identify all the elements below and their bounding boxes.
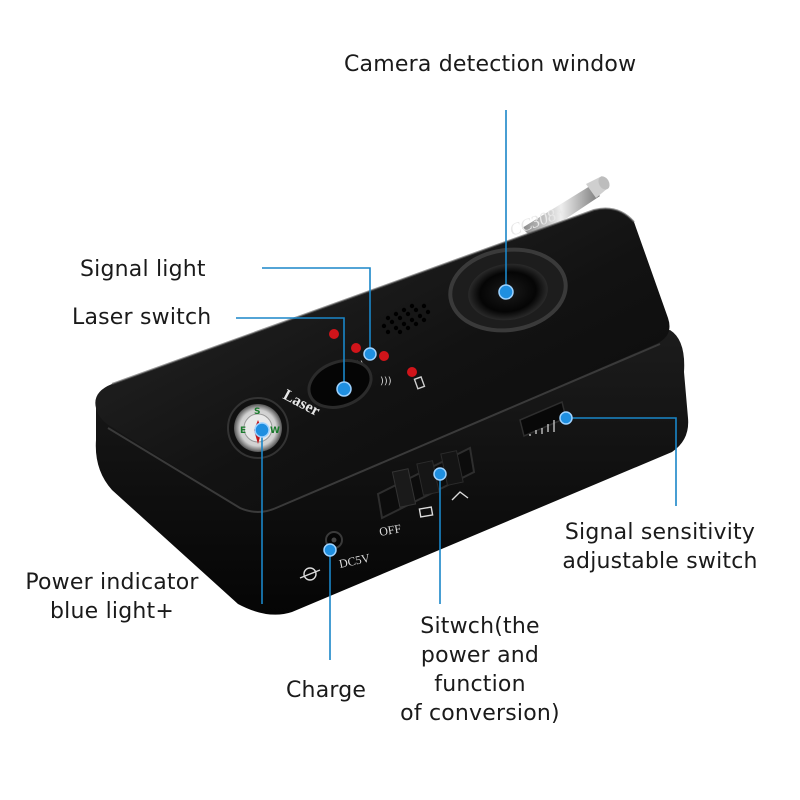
sensitivity-line-2: adjustable switch	[562, 549, 758, 574]
svg-text:W: W	[270, 426, 280, 436]
svg-text:))): )))	[380, 376, 392, 387]
laser-switch-label: Laser switch	[72, 305, 212, 330]
leader-lines	[236, 110, 677, 660]
callout-dots	[254, 284, 573, 557]
camera-window-label: Camera detection window	[344, 52, 637, 77]
switch-line-4: of conversion)	[400, 701, 560, 726]
power-indicator-line-2: blue light+	[50, 599, 174, 624]
antenna	[522, 176, 610, 240]
charge-label: Charge	[286, 678, 367, 703]
power-indicator-label: Power indicator blue light+	[8, 568, 216, 626]
sensitivity-switch-label: Signal sensitivity adjustable switch	[544, 518, 776, 576]
svg-text:S: S	[254, 407, 260, 417]
led-1	[329, 329, 339, 339]
power-indicator-line-1: Power indicator	[25, 570, 199, 595]
signal-light-label: Signal light	[80, 257, 206, 282]
led-2	[351, 343, 361, 353]
dc-label: DC5V	[338, 551, 372, 571]
mode-icons	[418, 491, 469, 518]
speaker-grille	[381, 303, 431, 335]
switch-line-3: function	[434, 672, 526, 697]
switch-line-1: Sitwch(the	[420, 614, 540, 639]
led-3	[379, 351, 389, 361]
sensitivity-line-1: Signal sensitivity	[564, 520, 756, 545]
switch-line-2: power and	[420, 643, 540, 668]
svg-text:E: E	[240, 426, 246, 436]
led-4	[407, 367, 417, 377]
off-label: OFF	[378, 521, 402, 539]
power-switch-label: Sitwch(the power and function of convers…	[394, 612, 566, 728]
